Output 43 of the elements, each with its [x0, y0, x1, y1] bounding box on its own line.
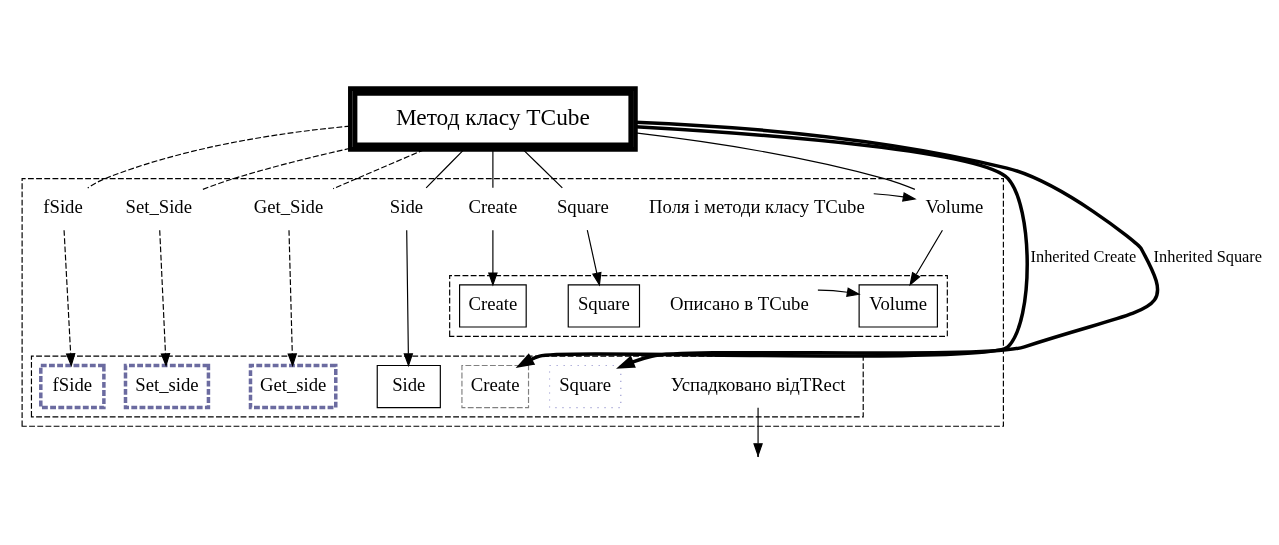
node-box: Create [461, 364, 530, 409]
node-box: Square [548, 364, 622, 409]
connector [201, 147, 351, 191]
node-box: Side [376, 364, 441, 409]
arrow [753, 407, 763, 458]
arrow [287, 229, 298, 368]
edge-label: Inherited Create [1030, 246, 1137, 266]
connector [425, 149, 465, 189]
arrow [586, 229, 602, 287]
node-text: Create [468, 196, 518, 218]
node-box: Volume [858, 284, 938, 328]
arrow [63, 229, 76, 368]
node-text: Успадковано відTRect [670, 374, 846, 395]
node-text: Set_Side [125, 196, 193, 218]
connector [522, 149, 563, 189]
arrow [873, 192, 917, 202]
node-box: Set_side [123, 363, 211, 410]
edge-label: Inherited Square [1153, 246, 1263, 266]
cluster [21, 178, 1004, 427]
cluster [449, 275, 948, 337]
arrow [515, 125, 1029, 369]
node-box: Square [567, 284, 641, 328]
arrow [403, 229, 414, 368]
node-box: Create [459, 284, 527, 328]
node-text: Описано в TCube [670, 293, 809, 315]
connector [87, 125, 351, 189]
node-text: Поля і методи класу TCube [649, 196, 865, 218]
node-text: fSide [43, 196, 83, 218]
node-box: Метод класу TCube [348, 86, 638, 152]
node-text: Volume [925, 196, 984, 218]
arrow [487, 229, 498, 287]
node-text: Get_Side [253, 196, 324, 218]
node-box: Get_side [248, 363, 338, 410]
node-text: Square [556, 196, 609, 218]
arrow [817, 287, 861, 297]
arrow [909, 229, 944, 287]
connector [634, 132, 916, 190]
node-box: fSide [39, 363, 106, 410]
arrow [616, 120, 1159, 369]
connector [332, 149, 425, 190]
node-text: Side [389, 196, 424, 218]
connector [492, 149, 494, 189]
arrow [159, 229, 171, 368]
